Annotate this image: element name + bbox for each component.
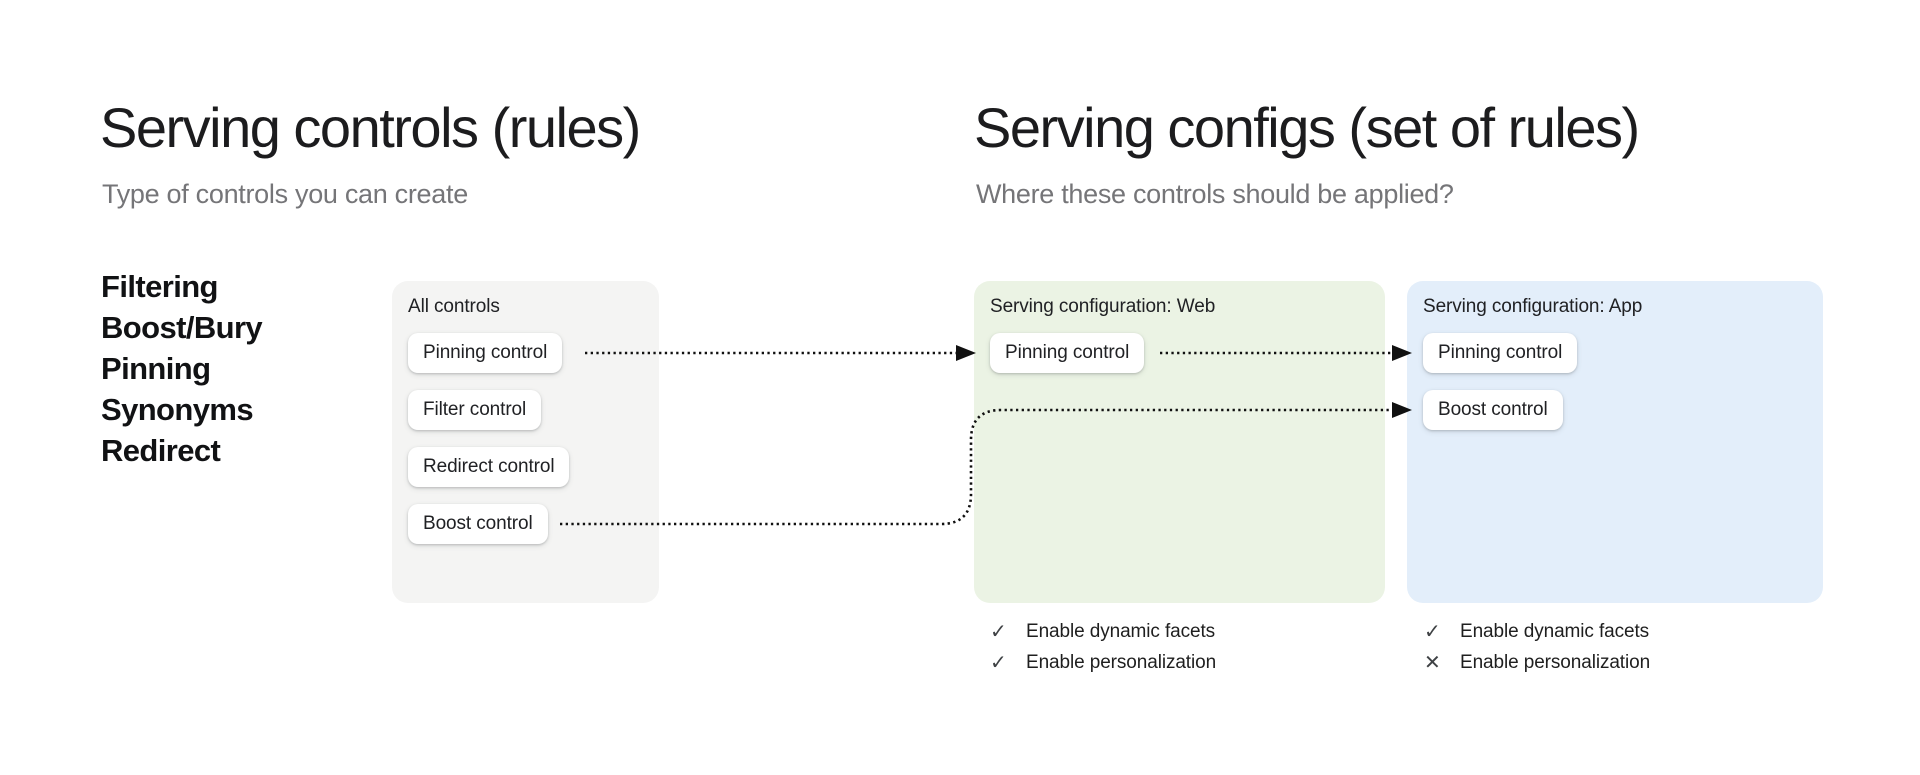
- feature-label: Enable personalization: [1026, 651, 1217, 673]
- app-config-pill-stack: Pinning control Boost control: [1423, 333, 1807, 430]
- web-features-checklist: ✓ Enable dynamic facets ✓ Enable persona…: [990, 616, 1216, 678]
- feature-label: Enable personalization: [1460, 651, 1651, 673]
- check-icon: ✓: [990, 650, 1007, 674]
- web-feature-dynamic-facets: ✓ Enable dynamic facets: [990, 616, 1216, 647]
- control-type-boost-bury: Boost/Bury: [101, 310, 263, 345]
- feature-label: Enable dynamic facets: [1460, 620, 1650, 642]
- pill-app-boost-control: Boost control: [1423, 390, 1563, 430]
- control-type-synonyms: Synonyms: [101, 392, 254, 427]
- right-section-subtitle: Where these controls should be applied?: [976, 179, 1454, 209]
- app-feature-dynamic-facets: ✓ Enable dynamic facets: [1424, 616, 1650, 647]
- cross-icon: ✕: [1424, 650, 1441, 674]
- web-feature-personalization: ✓ Enable personalization: [990, 647, 1216, 678]
- control-types-list: Filtering Boost/Bury Pinning Synonyms Re…: [101, 266, 263, 471]
- pill-pinning-control: Pinning control: [408, 333, 563, 373]
- control-type-pinning: Pinning: [101, 351, 211, 386]
- check-icon: ✓: [1424, 619, 1441, 643]
- pill-filter-control: Filter control: [408, 390, 542, 430]
- left-section-subtitle: Type of controls you can create: [102, 179, 468, 209]
- feature-label: Enable dynamic facets: [1026, 620, 1216, 642]
- app-config-card: Serving configuration: App Pinning contr…: [1407, 281, 1823, 603]
- right-section-title: Serving configs (set of rules): [974, 96, 1640, 159]
- pill-redirect-control: Redirect control: [408, 447, 570, 487]
- control-type-redirect: Redirect: [101, 433, 221, 468]
- pill-boost-control: Boost control: [408, 504, 548, 544]
- pill-app-pinning-control: Pinning control: [1423, 333, 1578, 373]
- web-config-pill-stack: Pinning control: [990, 333, 1369, 373]
- app-feature-personalization: ✕ Enable personalization: [1424, 647, 1650, 678]
- all-controls-card: All controls Pinning control Filter cont…: [392, 281, 659, 603]
- left-section-title: Serving controls (rules): [100, 96, 641, 159]
- check-icon: ✓: [990, 619, 1007, 643]
- app-config-card-label: Serving configuration: App: [1423, 296, 1643, 317]
- control-type-filtering: Filtering: [101, 269, 218, 304]
- web-config-card-label: Serving configuration: Web: [990, 296, 1216, 317]
- pill-web-pinning-control: Pinning control: [990, 333, 1145, 373]
- app-features-checklist: ✓ Enable dynamic facets ✕ Enable persona…: [1424, 616, 1650, 678]
- all-controls-card-label: All controls: [408, 296, 500, 317]
- all-controls-pill-stack: Pinning control Filter control Redirect …: [408, 333, 643, 544]
- web-config-card: Serving configuration: Web Pinning contr…: [974, 281, 1385, 603]
